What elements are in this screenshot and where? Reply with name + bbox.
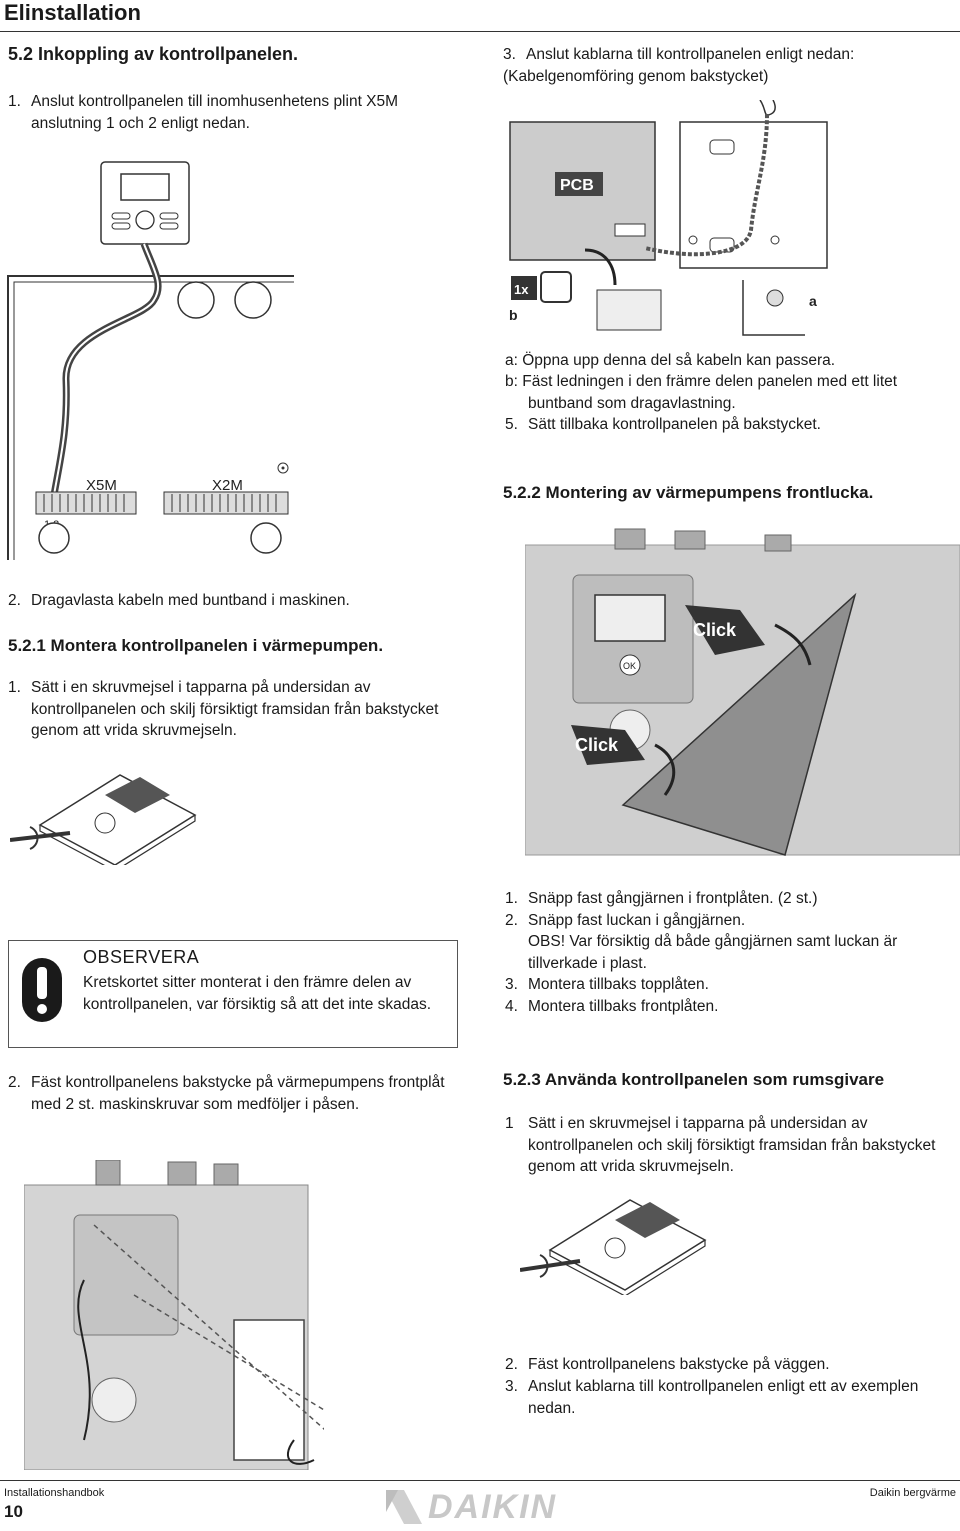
- front-hatch-figure: OK Click Click: [525, 528, 960, 856]
- wiring-figure-x5m: X5M X2M 1 2: [7, 161, 294, 560]
- pcb-wiring-figure: PCB 1x b a: [509, 100, 828, 336]
- section-heading-5-2: 5.2 Inkoppling av kontrollpanelen.: [8, 44, 299, 64]
- screwdriver-figure-right: [520, 1199, 707, 1295]
- note-b: b: Fäst ledningen i den främre delen pan…: [505, 371, 945, 414]
- step-1-number: 1.: [8, 93, 21, 110]
- s523-step-3-text: Anslut kablarna till kontrollpanelen enl…: [528, 1378, 919, 1417]
- s523-step-3-number: 3.: [505, 1378, 518, 1395]
- page-header-title: Elinstallation: [4, 0, 141, 25]
- terminal-x5m-label: X5M: [86, 477, 117, 494]
- step-522-2: 2.Snäpp fast luckan i gångjärnen.: [505, 911, 746, 929]
- footer-divider: [0, 1480, 960, 1481]
- sub-step-2-text: Fäst kontrollpanelens bakstycke på värme…: [31, 1074, 445, 1113]
- step-522-3: 3.Montera tillbaks topplåten.: [505, 976, 709, 993]
- step-2-number: 2.: [8, 592, 21, 609]
- click-label-bottom: Click: [575, 735, 619, 755]
- steps-5-2-2: 1.Snäpp fast gångjärnen i frontplåten. (…: [505, 888, 955, 1017]
- s523-step-1: 1 Sätt i en skruvmejsel i tapparna på un…: [505, 1113, 953, 1178]
- ok-label: OK: [623, 661, 636, 671]
- step-1-text: Anslut kontrollpanelen till inomhusenhet…: [31, 93, 399, 132]
- sub-heading-5-2-3: 5.2.3 Använda kontrollpanelen som rumsgi…: [503, 1070, 885, 1089]
- sub-step-1-text: Sätt i en skruvmejsel i tapparna på unde…: [31, 679, 439, 739]
- sub-step-2-number: 2.: [8, 1074, 21, 1091]
- pcb-label: PCB: [560, 177, 594, 194]
- step-3-number: 3.: [503, 46, 516, 63]
- screwdriver-figure: [10, 774, 197, 865]
- controller-illustration: [100, 161, 190, 245]
- s523-step-2-number: 2.: [505, 1356, 518, 1373]
- footer-doc-name: Installationshandbok: [4, 1487, 105, 1499]
- footer-page-number: 10: [4, 1502, 23, 1521]
- step-1: 1. Anslut kontrollpanelen till inomhusen…: [8, 91, 468, 134]
- step-3-subtext: (Kabelgenomföring genom bakstycket): [503, 67, 769, 85]
- footer-product: Daikin bergvärme: [869, 1487, 956, 1499]
- label-a: a: [809, 293, 817, 309]
- s523-step-3: 3. Anslut kablarna till kontrollpanelen …: [505, 1376, 953, 1419]
- step-5-text: Sätt tillbaka kontrollpanelen på bakstyc…: [528, 416, 821, 433]
- header-divider: [0, 31, 960, 32]
- daikin-logo-text: DAIKIN: [428, 1488, 558, 1526]
- terminal-x2m-label: X2M: [212, 477, 243, 494]
- warning-note: OBSERVERA Kretskortet sitter monterat i …: [8, 940, 458, 1048]
- s523-step-1-text: Sätt i en skruvmejsel i tapparna på unde…: [528, 1115, 936, 1175]
- note-a: a: Öppna upp denna del så kabeln kan pas…: [505, 352, 836, 369]
- click-label-top: Click: [693, 620, 737, 640]
- backplate-mounting-figure: [24, 1160, 324, 1470]
- step-522-1: 1.Snäpp fast gångjärnen i frontplåten. (…: [505, 890, 818, 907]
- step-2-text: Dragavlasta kabeln med buntband i maskin…: [31, 592, 350, 609]
- s523-step-1-number: 1: [505, 1115, 514, 1132]
- step-522-obs: OBS! Var försiktig då både gångjärnen sa…: [528, 933, 898, 972]
- step-3-text: Anslut kablarna till kontrollpanelen enl…: [526, 46, 855, 63]
- daikin-logo-icon: [386, 1490, 422, 1524]
- warning-title: OBSERVERA: [83, 947, 200, 967]
- exclamation-icon: [22, 958, 62, 1022]
- sub-heading-5-2-2: 5.2.2 Montering av värmepumpens frontluc…: [503, 483, 874, 502]
- s523-step-2-text: Fäst kontrollpanelens bakstycke på vägge…: [528, 1356, 830, 1373]
- daikin-logo: DAIKIN: [384, 1486, 580, 1528]
- sub-step-1: 1. Sätt i en skruvmejsel i tapparna på u…: [8, 677, 463, 742]
- label-b: b: [509, 307, 518, 323]
- note-b-text: b: Fäst ledningen i den främre delen pan…: [505, 373, 898, 412]
- count-label: 1x: [514, 282, 529, 297]
- s523-step-2: 2. Fäst kontrollpanelens bakstycke på vä…: [505, 1354, 953, 1376]
- step-5: 5. Sätt tillbaka kontrollpanelen på baks…: [505, 414, 955, 436]
- step-2: 2. Dragavlasta kabeln med buntband i mas…: [8, 590, 468, 612]
- step-3: 3. Anslut kablarna till kontrollpanelen …: [503, 44, 953, 87]
- warning-text: Kretskortet sitter monterat i den främre…: [83, 974, 432, 1013]
- sub-step-2: 2. Fäst kontrollpanelens bakstycke på vä…: [8, 1072, 468, 1115]
- sub-heading-5-2-1: 5.2.1 Montera kontrollpanelen i värmepum…: [8, 636, 384, 655]
- step-5-number: 5.: [505, 416, 518, 433]
- sub-step-1-number: 1.: [8, 679, 21, 696]
- step-522-4: 4.Montera tillbaks frontplåten.: [505, 997, 719, 1015]
